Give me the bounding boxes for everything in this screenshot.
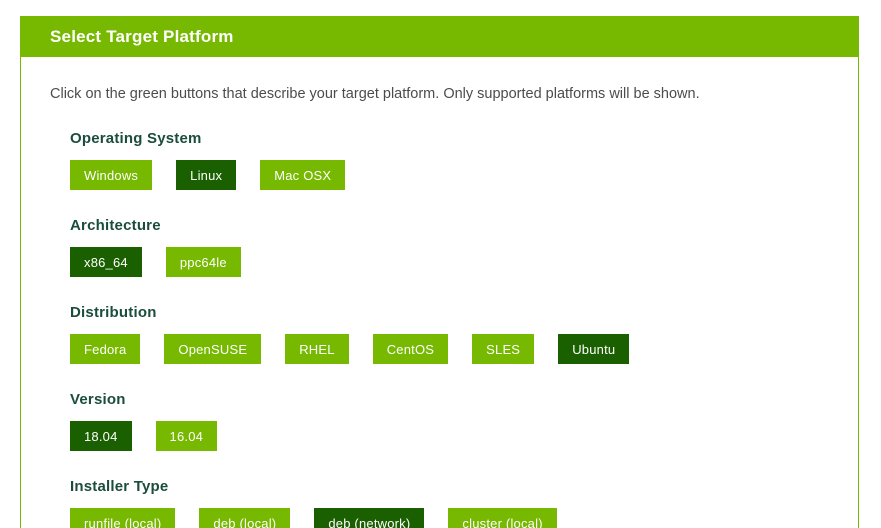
option-centos-button[interactable]: CentOS <box>372 334 449 365</box>
option-16.04-button[interactable]: 16.04 <box>155 421 218 452</box>
button-row-distribution: Fedora OpenSUSE RHEL CentOS SLES Ubuntu <box>70 334 828 365</box>
section-architecture: Architecture x86_64 ppc64le <box>70 217 828 278</box>
option-18.04-button[interactable]: 18.04 <box>70 421 132 452</box>
option-rhel-button[interactable]: RHEL <box>285 334 349 365</box>
option-ubuntu-button[interactable]: Ubuntu <box>558 334 630 365</box>
section-label-operating-system: Operating System <box>70 130 202 148</box>
option-opensuse-button[interactable]: OpenSUSE <box>164 334 262 365</box>
select-target-platform-panel: Select Target Platform Click on the gree… <box>20 16 859 528</box>
option-windows-button[interactable]: Windows <box>70 160 153 191</box>
panel-body: Click on the green buttons that describe… <box>20 57 859 528</box>
section-label-installer-type: Installer Type <box>70 478 169 496</box>
option-deb-network-button[interactable]: deb (network) <box>314 508 425 528</box>
section-label-distribution: Distribution <box>70 304 157 322</box>
section-version: Version 18.04 16.04 <box>70 391 828 452</box>
panel-title: Select Target Platform <box>50 26 234 46</box>
option-sles-button[interactable]: SLES <box>472 334 535 365</box>
option-linux-button[interactable]: Linux <box>176 160 237 191</box>
option-fedora-button[interactable]: Fedora <box>70 334 141 365</box>
intro-text: Click on the green buttons that describe… <box>50 86 700 102</box>
option-mac-osx-button[interactable]: Mac OSX <box>260 160 346 191</box>
button-row-installer-type: runfile (local) deb (local) deb (network) c… <box>70 508 828 528</box>
option-x86-64-button[interactable]: x86_64 <box>70 247 142 278</box>
option-ppc64le-button[interactable]: ppc64le <box>165 247 241 278</box>
section-installer-type: Installer Type runfile (local) deb (local)… <box>70 478 828 528</box>
section-label-version: Version <box>70 391 126 409</box>
section-label-architecture: Architecture <box>70 217 161 235</box>
option-runfile-local-button[interactable]: runfile (local) <box>70 508 176 528</box>
option-cluster-local-button[interactable]: cluster (local) <box>448 508 557 528</box>
option-deb-local-button[interactable]: deb (local) <box>199 508 291 528</box>
button-row-operating-system: Windows Linux Mac OSX <box>70 160 828 191</box>
button-row-architecture: x86_64 ppc64le <box>70 247 828 278</box>
button-row-version: 18.04 16.04 <box>70 421 828 452</box>
panel-header: Select Target Platform <box>20 16 859 57</box>
